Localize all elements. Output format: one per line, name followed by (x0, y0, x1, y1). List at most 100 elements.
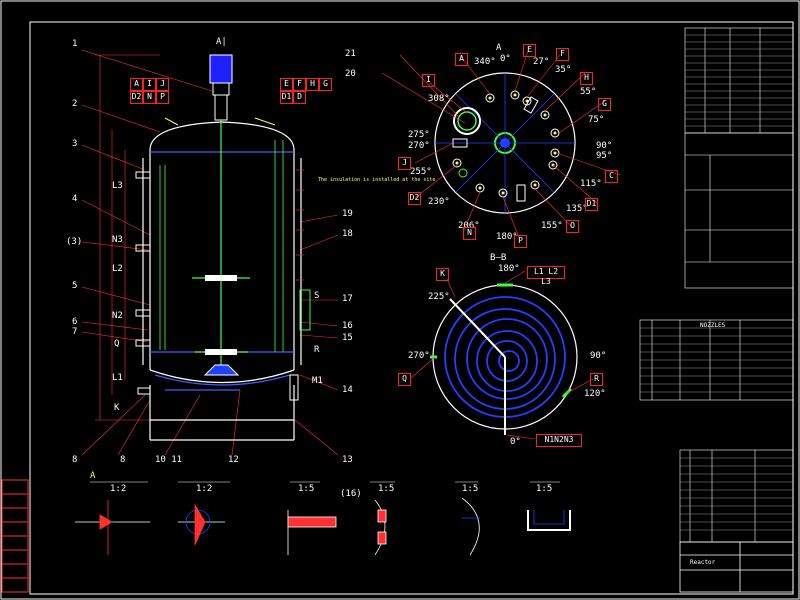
nozzle-L2: L2 (112, 264, 123, 274)
callout-3b: (3) (66, 237, 83, 247)
section-bb-title: B—B (490, 253, 507, 263)
nozzle-box-E: E (280, 78, 293, 91)
top-view-callout-20: 20 (345, 69, 356, 79)
angle-230: 230° (428, 197, 450, 207)
section-bb (409, 270, 594, 440)
angle-135: 135° (566, 204, 588, 214)
bb-angle-270: 270° (408, 351, 430, 361)
tv-nozzle-O: O (566, 220, 579, 233)
nozzle-K: K (114, 403, 120, 413)
nozzle-box-D1: D1 (280, 91, 293, 104)
angle-255: 255° (410, 167, 432, 177)
tv-nozzle-A: A (455, 53, 468, 66)
detail-4-label: (16) (340, 489, 362, 499)
angle-115: 115° (580, 179, 602, 189)
nozzle-L1: L1 (112, 373, 123, 383)
tv-nozzle-F: F (556, 48, 569, 61)
callout-10-11: 10 11 (155, 455, 183, 465)
project-name: Reactor (690, 559, 716, 566)
inner-frame (29, 21, 794, 595)
tv-nozzle-D2: D2 (408, 192, 421, 205)
angle-95: 95° (596, 151, 613, 161)
tv-nozzle-G: G (598, 98, 611, 111)
bb-angle-120: 120° (584, 389, 606, 399)
nozzle-N2: N2 (112, 311, 123, 321)
angle-206: 206° (458, 221, 480, 231)
top-view (381, 50, 621, 241)
nozzle-R: R (314, 345, 320, 355)
bb-nozzle-K: K (436, 268, 449, 281)
parts-list (679, 449, 794, 543)
angle-35: 35° (555, 65, 572, 75)
tv-nozzle-H: H (580, 72, 593, 85)
top-view-title: A (496, 43, 502, 53)
nozzle-box-D: D (293, 91, 306, 104)
angle-0: 0° (500, 54, 511, 64)
angle-90: 90° (596, 141, 613, 151)
tv-nozzle-P: P (514, 235, 527, 248)
top-view-callout-21: 21 (345, 49, 356, 59)
angle-155: 155° (541, 221, 563, 231)
detail-4-scale: 1:5 (378, 484, 395, 494)
callout-5: 5 (72, 281, 78, 291)
details (75, 497, 571, 556)
bb-angle-0: 0° (510, 437, 521, 447)
vessel-elevation (81, 49, 339, 456)
angle-275: 275° (408, 130, 430, 140)
revision-strip (1, 479, 29, 593)
angle-27: 27° (533, 57, 550, 67)
tv-nozzle-C: C (605, 170, 618, 183)
nozzle-box-H: H (306, 78, 319, 91)
detail-6-scale: 1:5 (536, 484, 553, 494)
nozzle-M1: M1 (312, 376, 323, 386)
callout-12: 12 (228, 455, 239, 465)
nozzle-box-G: G (319, 78, 332, 91)
nozzle-box-A: A (130, 78, 143, 91)
callout-1: 1 (72, 39, 78, 49)
callout-8: 8 (72, 455, 78, 465)
angle-75: 75° (588, 115, 605, 125)
angle-270: 270° (408, 141, 430, 151)
bb-nozzle-Q: Q (398, 373, 411, 386)
callout-bottom-8: 8 (120, 455, 126, 465)
nozzle-box-J: J (156, 78, 169, 91)
callout-16: 16 (342, 321, 353, 331)
bb-angle-225: 225° (428, 292, 450, 302)
bb-angle-90: 90° (590, 351, 607, 361)
callout-4: 4 (72, 194, 78, 204)
detail-3-scale: 1:5 (298, 484, 315, 494)
callout-15: 15 (342, 333, 353, 343)
angle-55: 55° (580, 87, 597, 97)
bb-nozzle-N: N1N2N3 (536, 434, 582, 447)
detail-5-scale: 1:5 (462, 484, 479, 494)
nozzle-Q: Q (114, 339, 120, 349)
tv-nozzle-D1: D1 (585, 198, 598, 211)
callout-17: 17 (342, 294, 353, 304)
nozzle-box-N: N (143, 91, 156, 104)
angle-180: 180° (496, 232, 518, 242)
callout-7: 7 (72, 327, 78, 337)
nozzle-box-P: P (156, 91, 169, 104)
nozzle-box-I: I (143, 78, 156, 91)
callout-2: 2 (72, 99, 78, 109)
callout-6: 6 (72, 317, 78, 327)
insulation-note: The insulation is installed at the site (318, 177, 436, 183)
callout-13: 13 (342, 455, 353, 465)
nozzle-box-F: F (293, 78, 306, 91)
callout-3: 3 (72, 139, 78, 149)
nozzle-S: S (314, 291, 320, 301)
nozzle-N3: N3 (112, 235, 123, 245)
tv-nozzle-J: J (398, 157, 411, 170)
tv-nozzle-N: N (463, 227, 476, 240)
nozzle-table-title: NOZZLES (700, 322, 726, 329)
bb-nozzle-R: R (590, 373, 603, 386)
detail-1-scale: 1:2 (110, 484, 127, 494)
callout-14: 14 (342, 385, 353, 395)
title-block (679, 541, 794, 593)
callout-18: 18 (342, 229, 353, 239)
angle-308: 308° (428, 94, 450, 104)
tv-nozzle-I: I (422, 74, 435, 87)
detail-1-label: A (90, 471, 96, 481)
nozzle-L3: L3 (112, 181, 123, 191)
